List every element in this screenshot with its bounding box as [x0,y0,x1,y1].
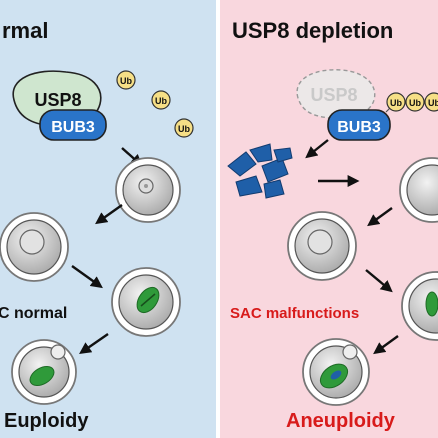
bub3-label: BUB3 [51,119,95,136]
ub-label: Ub [178,124,190,134]
arrow-icon [367,207,393,227]
oocyte-cell-1 [115,157,181,223]
arrow-icon [95,204,123,225]
ub-label: Ub [155,96,167,106]
right-outcome-label: Aneuploidy [286,410,396,432]
bub3-protein [327,109,391,141]
right-ub-chain: Ub Ub Ub [385,92,438,113]
oocyte-cell-2 [0,212,69,282]
ub-label: Ub [409,98,421,108]
ubiquitin-icon: Ub [424,92,438,112]
spindle-icon [425,291,438,317]
polar-body-icon [50,344,66,360]
bub3-label: BUB3 [337,119,381,136]
arrow-icon [365,269,393,293]
degraded-bub3-fragments-icon [227,143,293,199]
usp8-depleted-protein [296,69,376,120]
oocyte-cell-right-1 [399,157,438,223]
usp8-label: USP8 [34,90,81,110]
ubiquitin-icon: Ub [405,92,425,112]
ubiquitin-icon: Ub [116,70,136,90]
misaligned-chromosome-icon [330,370,342,380]
ubiquitin-icon: Ub [386,92,406,112]
ubiquitin-icon: Ub [174,118,194,138]
ub-label: Ub [120,76,132,86]
arrow-icon [373,335,399,355]
oocyte-cell-right-4 [302,338,370,406]
polar-body-icon [342,344,358,360]
oocyte-cell-right-2 [287,211,357,281]
right-usp8-depleted-complex: USP8 BUB3 [296,69,391,141]
spindle-icon [29,366,55,386]
nucleus-icon [19,229,45,255]
oocyte-cell-4 [11,339,77,405]
arrow-icon [305,139,329,159]
bub3-protein [39,109,107,141]
oocyte-cell-right-3 [401,271,438,341]
oocyte-cell-3 [111,267,181,337]
nucleus-icon [307,229,333,255]
right-panel-title: USP8 depletion [232,18,393,43]
left-ub-group: Ub Ub Ub [116,70,194,138]
left-outcome-label: Euploidy [4,410,89,432]
ub-label: Ub [390,98,402,108]
left-usp8-bub3-complex: USP8 BUB3 [12,70,107,141]
arrow-icon [79,333,109,355]
usp8-faded-label: USP8 [310,85,357,105]
right-sac-label: SAC malfunctions [230,305,359,322]
ub-label: Ub [428,98,438,108]
ubiquitin-icon: Ub [151,90,171,110]
left-sac-label: C normal [0,305,67,322]
arrow-icon [71,265,103,289]
left-panel-title: rmal [2,18,48,43]
